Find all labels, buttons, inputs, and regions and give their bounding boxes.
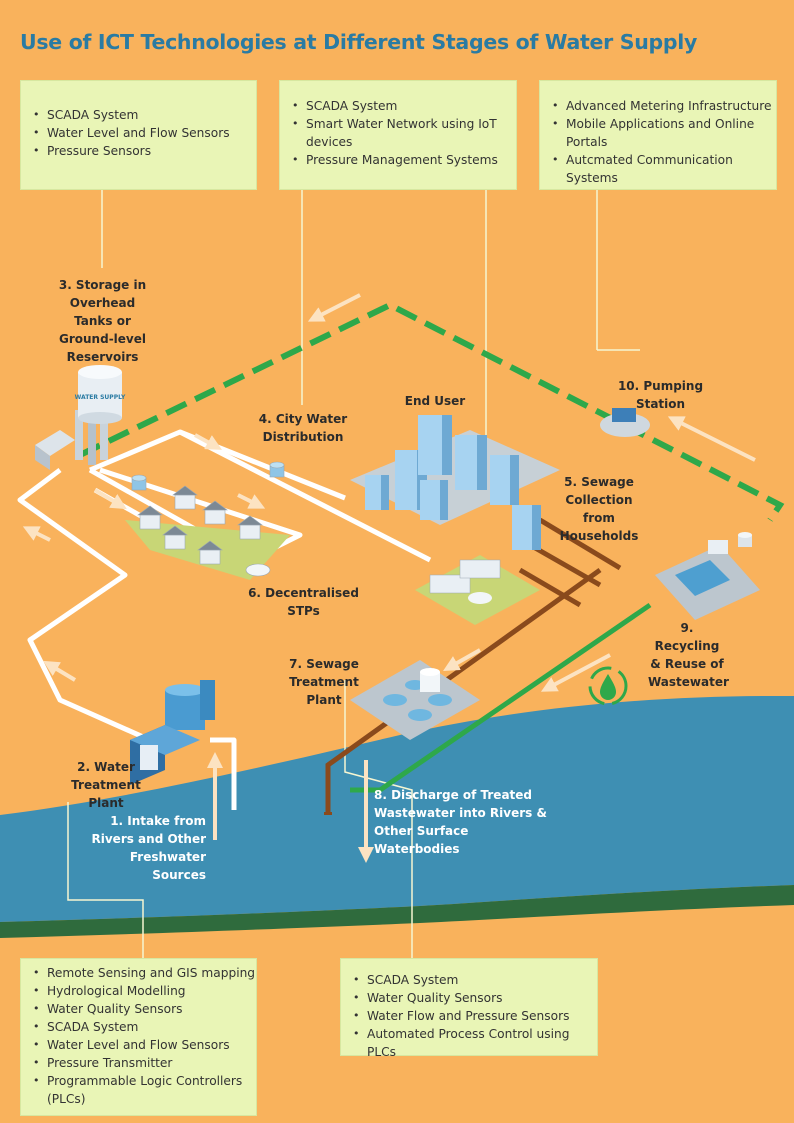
flow-arrows: [22, 293, 756, 863]
list-item: Programmable Logic Controllers (PLCs): [33, 1072, 256, 1108]
stage-2-label: 2. Water Treatment Plant: [71, 760, 141, 810]
list-item: SCADA System: [292, 97, 516, 115]
sewage-pipes: [325, 517, 622, 815]
stage-9-label: 9. Recycling & Reuse of Wastewater: [648, 621, 729, 689]
page-title: Use of ICT Technologies at Different Sta…: [20, 30, 698, 54]
stage-3-label: 3. Storage in Overhead Tanks or Ground-l…: [58, 278, 147, 364]
pumping-station: [600, 408, 650, 437]
list-item: Hydrological Modelling: [33, 982, 256, 1000]
stage-8-label: 8. Discharge of Treated Wastewater into …: [374, 788, 547, 856]
list-item: Advanced Metering Infrastructure: [552, 97, 776, 115]
ict-box-sewage-treatment: SCADA System Water Quality Sensors Water…: [340, 958, 598, 1059]
ict-box-intake-storage: SCADA System Water Level and Flow Sensor…: [20, 80, 257, 190]
list-item: SCADA System: [33, 1018, 256, 1036]
list-item: Mobile Applications and Online Portals: [552, 115, 776, 151]
list-item: Automated Process Control using PLCs: [353, 1025, 597, 1061]
list-item: Pressure Transmitter: [33, 1054, 256, 1072]
water-treatment-plant: [130, 680, 215, 785]
list-item: Autcmated Communication Systems: [552, 151, 776, 187]
stage-5-label: 5. Sewage Collection from Households: [559, 475, 639, 543]
stage-7-label: 7. Sewage Treatment Plant: [289, 657, 359, 707]
list-item: SCADA System: [353, 971, 597, 989]
reuse-pipe: [350, 602, 652, 793]
recycle-pipe: [78, 301, 785, 522]
list-item: Water Quality Sensors: [353, 989, 597, 1007]
list-item: Water Quality Sensors: [33, 1000, 256, 1018]
sewage-treatment-plant: [350, 660, 480, 740]
connector-lines: [67, 190, 640, 958]
stage-4-label: 4. City Water Distribution: [258, 412, 348, 444]
housing-block: [415, 555, 540, 625]
list-item: Water Flow and Pressure Sensors: [353, 1007, 597, 1025]
end-user-label: End User: [404, 394, 466, 408]
list-item: SCADA System: [33, 106, 256, 124]
list-item: Water Level and Flow Sensors: [33, 124, 256, 142]
recycling-plant: [655, 532, 760, 620]
list-item: Water Level and Flow Sensors: [33, 1036, 256, 1054]
list-item: Pressure Sensors: [33, 142, 256, 160]
list-item: Remote Sensing and GIS mapping: [33, 964, 256, 982]
recycle-icon: [588, 666, 628, 706]
riverbank: [0, 885, 794, 938]
stage-10-label: 10. Pumping Station: [617, 379, 704, 411]
ict-box-end-user: Advanced Metering Infrastructure Mobile …: [539, 80, 777, 190]
stage-6-label: 6. Decentralised STPs: [248, 586, 359, 618]
list-item: Smart Water Network using IoT devices: [292, 115, 516, 151]
tank-label: WATER SUPPLY: [75, 394, 126, 401]
ict-box-intake-treatment: Remote Sensing and GIS mapping Hydrologi…: [20, 958, 257, 1116]
river: [0, 695, 794, 922]
city-buildings: [350, 415, 560, 550]
list-item: Pressure Management Systems: [292, 151, 516, 169]
stage-1-label: 1. Intake from Rivers and Other Freshwat…: [91, 814, 207, 882]
supply-pipes: [17, 429, 432, 810]
houses-cluster: [125, 461, 290, 580]
ict-box-distribution: SCADA System Smart Water Network using I…: [279, 80, 517, 190]
overhead-tank: WATER SUPPLY: [35, 365, 126, 470]
